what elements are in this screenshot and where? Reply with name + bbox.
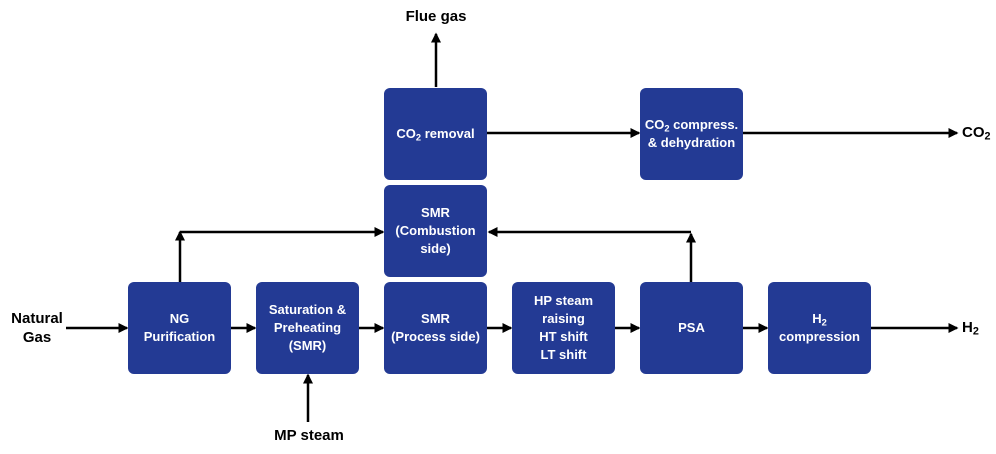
psa-label: PSA	[678, 320, 705, 335]
co2-output-label: CO2	[962, 123, 991, 142]
co2-output-co: CO	[962, 124, 985, 141]
saturation-line-3: (SMR)	[288, 338, 327, 353]
ng-purification-box: NG Purification	[128, 282, 231, 374]
mp-steam-text: MP steam	[274, 427, 344, 444]
hp-steam-line-2: raising	[542, 311, 585, 326]
mp-steam-label: MP steam	[268, 426, 350, 445]
hp-steam-line-3: HT shift	[539, 329, 588, 344]
h2-compression-sub: 2	[821, 317, 827, 328]
saturation-line-1: Saturation &	[268, 302, 347, 317]
co2-compress-co: CO	[644, 117, 665, 132]
co2-compress-sub: 2	[664, 123, 670, 134]
co2-removal-sub: 2	[415, 132, 422, 143]
saturation-preheating-box: Saturation & Preheating (SMR)	[256, 282, 359, 374]
h2-compression-line-1: H2	[779, 310, 860, 328]
flue-gas-label: Flue gas	[402, 7, 470, 26]
h2-compression-box: H2 compression	[768, 282, 871, 374]
hp-steam-line-4: LT shift	[540, 347, 587, 362]
co2-compress-line-1: CO2 compress.	[645, 116, 738, 134]
co2-compress-line-2: & dehydration	[647, 135, 736, 150]
smr-combustion-line-2: (Combustion	[395, 223, 476, 238]
ng-purification-line-2: Purification	[143, 329, 216, 344]
co2-compress-dehydration-box: CO2 compress. & dehydration	[640, 88, 743, 180]
co2-compress-rest: compress.	[669, 117, 739, 132]
smr-combustion-side-box: SMR (Combustion side)	[384, 185, 487, 277]
h2-output-h: H	[962, 319, 973, 336]
saturation-line-2: Preheating	[273, 320, 342, 335]
co2-removal-rest: removal	[421, 126, 475, 141]
co2-output-sub: 2	[984, 130, 991, 143]
co2-removal-label: CO2 removal	[396, 125, 474, 143]
natural-gas-line-2: Gas	[22, 329, 52, 346]
co2-removal-box: CO2 removal	[384, 88, 487, 180]
hp-steam-shift-box: HP steam raising HT shift LT shift	[512, 282, 615, 374]
natural-gas-line-1: Natural	[11, 310, 63, 327]
natural-gas-label: Natural Gas	[8, 309, 66, 347]
co2-removal-co: CO	[396, 126, 416, 141]
hp-steam-line-1: HP steam	[533, 293, 593, 308]
smr-process-line-1: SMR	[421, 311, 450, 326]
smr-combustion-line-3: side)	[420, 241, 451, 256]
psa-box: PSA	[640, 282, 743, 374]
h2-compression-h: H	[812, 311, 822, 326]
smr-combustion-line-1: SMR	[421, 205, 450, 220]
flue-gas-text: Flue gas	[405, 8, 467, 25]
h2-output-sub: 2	[972, 325, 979, 338]
ng-purification-line-1: NG	[169, 311, 190, 326]
h2-compression-line-2: compression	[779, 329, 860, 344]
smr-process-side-box: SMR (Process side)	[384, 282, 487, 374]
smr-process-line-2: (Process side)	[391, 329, 480, 344]
h2-output-label: H2	[962, 318, 979, 337]
